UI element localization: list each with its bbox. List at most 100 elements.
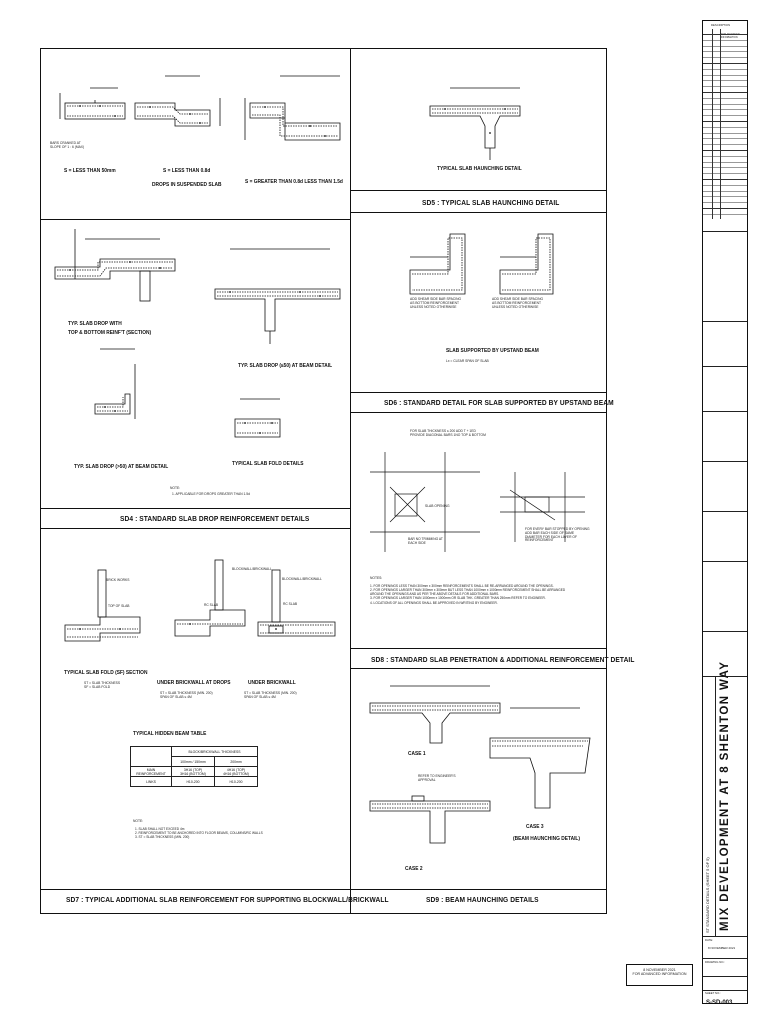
sd9-approval: REFER TO ENGINEER'S APPROVAL (418, 774, 456, 782)
revision-header: DESCRIPTION (711, 23, 731, 27)
sd7-rc-slab-1: RC SLAB (204, 603, 219, 607)
sd6-title: SD6 : STANDARD DETAIL FOR SLAB SUPPORTED… (384, 398, 614, 407)
sd6-note-right: ADD SHEAR SIDE BAR SPACING AS BOTTOM REI… (492, 297, 544, 309)
divider-right-7 (350, 648, 607, 649)
sd7-note-3: 3. ST = SLAB THICKNESS (MIN. 200) (135, 835, 190, 840)
sd7-caption-1-sub: ST = SLAB THICKNESS SF = SLAB FOLD (84, 681, 121, 689)
divider-right-6 (350, 392, 607, 393)
hidden-beam-table-title: TYPICAL HIDDEN BEAM TABLE (133, 731, 207, 737)
tb-line-1 (703, 231, 747, 232)
step-caption-2a: S = LESS THAN 0.8d (163, 168, 211, 174)
table-row-label-1: MAIN REINFORCEMENT (130, 766, 172, 777)
table-col-1: 100mm / 150mm (171, 756, 215, 767)
sd7-notes: 1. SLAB SHALL NOT EXCEED 4m 2. REINFORCE… (135, 827, 305, 839)
sd8-note-1: 1. FOR OPENINGS LESS THAN 300mm x 300mm … (370, 584, 554, 588)
stamp-line-1: 8 NOVEMBER 2021 (643, 968, 676, 972)
sd8-drawing (370, 452, 585, 552)
tb-line-13 (703, 990, 747, 991)
sd9-case-2: CASE 2 (405, 866, 423, 872)
tb-line-5 (703, 461, 747, 462)
sd7-blockwall-2: BLOCKWALL/BRICKWALL (282, 577, 322, 581)
panel-divider-vertical (350, 48, 351, 914)
sd9-case-3b: (BEAM HAUNCHING DETAIL) (513, 836, 581, 842)
sd7-note-label: NOTE: (133, 819, 144, 823)
sd4-note-label: NOTE: (170, 486, 181, 490)
project-title: MIX DEVELOPMENT AT 8 SHENTON WAY (719, 660, 731, 931)
tb-line-6 (703, 511, 747, 512)
sd8-top-label: FOR SLAB THICKNESS ≤ 200 ADD T + 1ED PRO… (410, 429, 486, 437)
sd6-subcaption: Lx = CLEAR SPAN OF SLAB (446, 359, 489, 363)
step-detail-drawings (59, 75, 341, 141)
sd8-notes: 1. FOR OPENINGS LESS THAN 300mm x 300mm … (370, 584, 570, 605)
table-corner (130, 746, 172, 767)
tb-line-2 (703, 321, 747, 322)
revision-grid-col (712, 29, 721, 219)
sd7-caption-2-sub: ST = SLAB THICKNESS (MIN. 200) SPAN OF S… (160, 691, 213, 699)
sd4-drawings (54, 229, 341, 438)
divider-right-5 (350, 190, 607, 191)
tb-line-4 (703, 411, 747, 412)
tb-line-12 (703, 976, 747, 977)
sd4-caption-1b: TOP & BOTTOM REINF'T (SECTION) (68, 330, 152, 336)
sd8-notes-label: NOTES: (370, 576, 383, 580)
tb-line-11 (703, 958, 747, 959)
table-row-label-2: LINKS (130, 776, 172, 787)
table-cell-1-1: 3H16 (TOP) 3H16 (BOTTOM) (171, 766, 215, 777)
tb-line-7 (703, 561, 747, 562)
sd6-caption: SLAB SUPPORTED BY UPSTAND BEAM (446, 348, 539, 354)
sd5-title: SD5 : TYPICAL SLAB HAUNCHING DETAIL (422, 198, 560, 207)
drawing-no-label: DRAWING NO.: (705, 960, 725, 964)
sd8-note-4: 4. LOCATIONS OF ALL OPENINGS SHALL BE AP… (370, 600, 498, 605)
sd7-caption-1: TYPICAL SLAB FOLD (SF) SECTION (64, 670, 148, 676)
divider-right-4 (350, 889, 607, 890)
sd7-rc-slab-2: RC SLAB (283, 602, 298, 606)
step-caption-2b: DROPS IN SUSPENDED SLAB (152, 182, 222, 188)
tb-line-8 (703, 631, 747, 632)
title-block: DESCRIPTION FOR ADVANCED INFORMATION ST … (702, 20, 748, 1006)
sd5-caption: TYPICAL SLAB HAUNCHING DETAIL (437, 166, 522, 172)
sd8-title: SD8 : STANDARD SLAB PENETRATION & ADDITI… (371, 655, 635, 664)
step-caption-3: S = GREATER THAN 0.8d LESS THAN 1.5d (245, 179, 343, 185)
table-cell-1-2: 4H16 (TOP) 4H16 (BOTTOM) (214, 766, 258, 777)
sd4-caption-3: TYP. SLAB DROP (>50) AT BEAM DETAIL (74, 464, 169, 470)
sd4-caption-4: TYPICAL SLAB FOLD DETAILS (232, 461, 304, 467)
sheet-no: S-SD-003 (706, 1000, 733, 1006)
drawing-title: ST STANDARD DETAILS (SHEET 5 OF 5) (705, 857, 710, 933)
sd7-caption-3: UNDER BRICKWALL (248, 680, 296, 686)
revision-grid (703, 29, 747, 219)
sd4-note: 1. APPLICABLE FOR DROPS GREATER THAN 1.5… (172, 492, 250, 496)
divider-left-4 (40, 508, 350, 509)
sd9-case-3a: CASE 3 (526, 824, 544, 830)
sd6-note-left: ADD SHEAR SIDE BAR SPACING AS BOTTOM REI… (410, 297, 462, 309)
sd7-title: SD7 : TYPICAL ADDITIONAL SLAB REINFORCEM… (66, 895, 389, 904)
sd9-title: SD9 : BEAM HAUNCHING DETAILS (426, 895, 539, 904)
sd8-slab-opening: SLAB OPENING (425, 504, 450, 508)
bars-cranked-note: BARS CRANKED AT SLOPE OF 1 : 6 (MAX) (50, 141, 85, 149)
divider-right-2 (350, 412, 607, 413)
sd7-blockwall-1: BLOCKWALL/BRICKWALL (232, 567, 272, 571)
sd8-note-3: 3. FOR OPENINGS LARGER THAN 1000mm x 100… (370, 596, 546, 601)
divider-left-1 (40, 219, 350, 220)
sd7-top-of-slab: TOP OF SLAB (108, 604, 130, 608)
date-label: DATE: (705, 938, 714, 942)
tb-line-3 (703, 366, 747, 367)
sd4-caption-1a: TYP. SLAB DROP WITH (68, 321, 122, 327)
hidden-beam-table: BLOCK/BRICKWALL THICKNESS 100mm / 150mm … (130, 746, 258, 787)
sd4-title: SD4 : STANDARD SLAB DROP REINFORCEMENT D… (120, 514, 310, 523)
table-cell-2-1: H10-200 (171, 776, 215, 787)
sd6-drawing (409, 233, 554, 295)
step-caption-1: S = LESS THAN 50mm (64, 168, 116, 174)
sd7-caption-3-sub: ST = SLAB THICKNESS (MIN. 200) SPAN OF S… (244, 691, 297, 699)
sd9-drawings (369, 685, 591, 844)
table-cell-2-2: H10-200 (214, 776, 258, 787)
sd7-brick-works: BRICK WORKS (106, 578, 130, 582)
drawing-frame (40, 48, 607, 914)
advanced-info-stamp: 8 NOVEMBER 2021 FOR ADVANCED INFORMATION (626, 964, 693, 986)
tb-inner-divider (715, 676, 716, 936)
sd9-case-1: CASE 1 (408, 751, 426, 757)
tb-line-9 (703, 676, 747, 677)
divider-right-3 (350, 668, 607, 669)
sheet-no-label: SHEET NO.: (705, 991, 721, 995)
sd5-drawing (429, 87, 521, 160)
sd8-trim-note: FOR EVERY BAR STOPPED BY OPENING ADD BAR… (525, 527, 590, 543)
